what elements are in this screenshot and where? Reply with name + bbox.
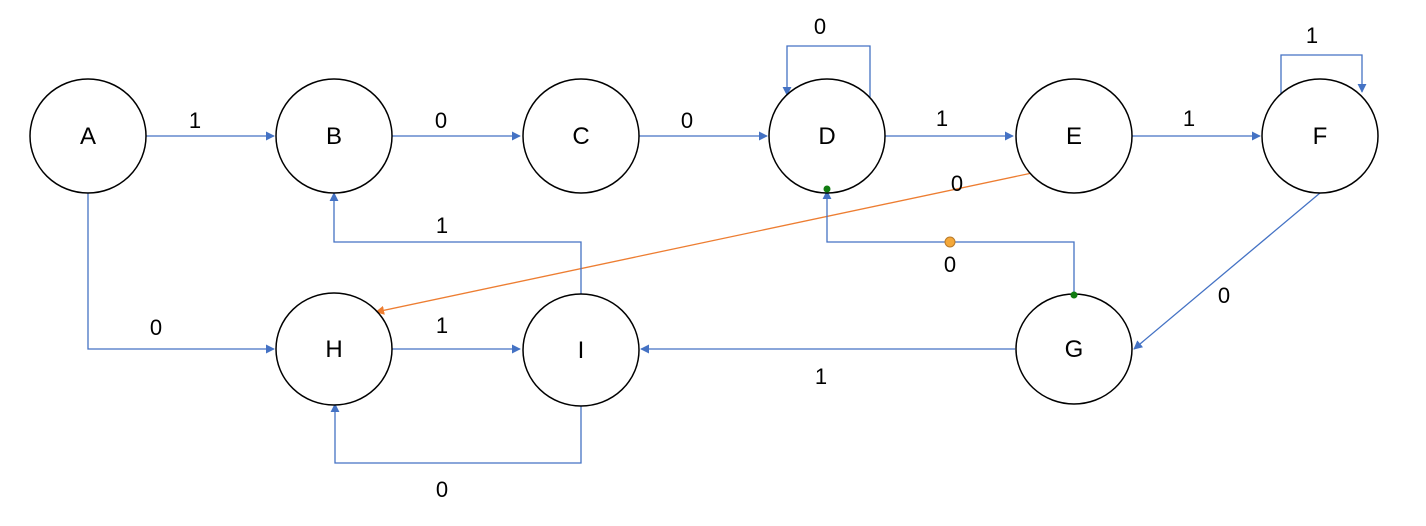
transition-a-b[interactable]: 1 [146, 108, 275, 141]
transition-c-d[interactable]: 0 [639, 108, 768, 141]
transition-label-c-d: 0 [681, 108, 693, 133]
state-e[interactable]: E [1015, 78, 1133, 194]
transition-h-i[interactable]: 1 [392, 313, 521, 354]
state-label-h: H [325, 336, 342, 363]
state-label-i: I [578, 337, 585, 364]
states: A B C D E F G H [29, 78, 1379, 407]
state-i[interactable]: I [522, 293, 640, 407]
transition-d-e[interactable]: 1 [885, 106, 1014, 141]
transition-label-i-b: 1 [436, 213, 448, 238]
transition-label-d-e: 1 [936, 106, 948, 131]
transition-label-f-g: 0 [1218, 283, 1230, 308]
transition-label-g-d: 0 [944, 252, 956, 277]
state-b[interactable]: B [275, 78, 393, 194]
transitions: 1 0 0 0 1 1 1 0 [87, 14, 1367, 502]
transition-e-f[interactable]: 1 [1132, 106, 1261, 141]
transition-i-b[interactable]: 1 [329, 192, 582, 294]
state-a[interactable]: A [29, 78, 147, 194]
connection-point-d-bottom[interactable] [823, 185, 831, 193]
transition-b-c[interactable]: 0 [392, 108, 521, 141]
state-label-b: B [326, 123, 342, 150]
connection-point-g-top[interactable] [1070, 291, 1078, 299]
state-label-a: A [80, 123, 96, 150]
transition-label-d-d: 0 [814, 14, 826, 39]
state-h[interactable]: H [275, 292, 393, 406]
transition-label-f-f: 1 [1306, 23, 1318, 48]
transition-label-b-c: 0 [435, 108, 447, 133]
connector-handles [823, 185, 1078, 299]
transition-label-a-h: 0 [150, 315, 162, 340]
state-g[interactable]: G [1015, 293, 1133, 405]
transition-f-f[interactable]: 1 [1280, 23, 1367, 97]
state-c[interactable]: C [522, 78, 640, 194]
state-label-d: D [818, 123, 835, 150]
transition-a-h[interactable]: 0 [87, 193, 275, 354]
transition-label-a-b: 1 [189, 108, 201, 133]
state-label-c: C [572, 123, 589, 150]
state-label-f: F [1313, 123, 1328, 150]
transition-d-d[interactable]: 0 [782, 14, 871, 97]
transition-label-e-f: 1 [1183, 106, 1195, 131]
state-label-e: E [1066, 123, 1082, 150]
state-d[interactable]: D [768, 78, 886, 194]
transition-g-i[interactable]: 1 [640, 344, 1015, 389]
transition-f-g[interactable]: 0 [1133, 192, 1321, 350]
transition-label-e-h: 0 [951, 171, 963, 196]
transition-label-h-i: 1 [436, 313, 448, 338]
transition-e-h[interactable]: 0 [375, 171, 1033, 315]
state-label-g: G [1065, 336, 1084, 363]
transition-label-i-h: 0 [436, 477, 448, 502]
transition-i-h[interactable]: 0 [330, 403, 582, 502]
adjust-handle-g-d[interactable] [944, 236, 956, 248]
state-f[interactable]: F [1261, 78, 1379, 194]
transition-label-g-i: 1 [815, 364, 827, 389]
